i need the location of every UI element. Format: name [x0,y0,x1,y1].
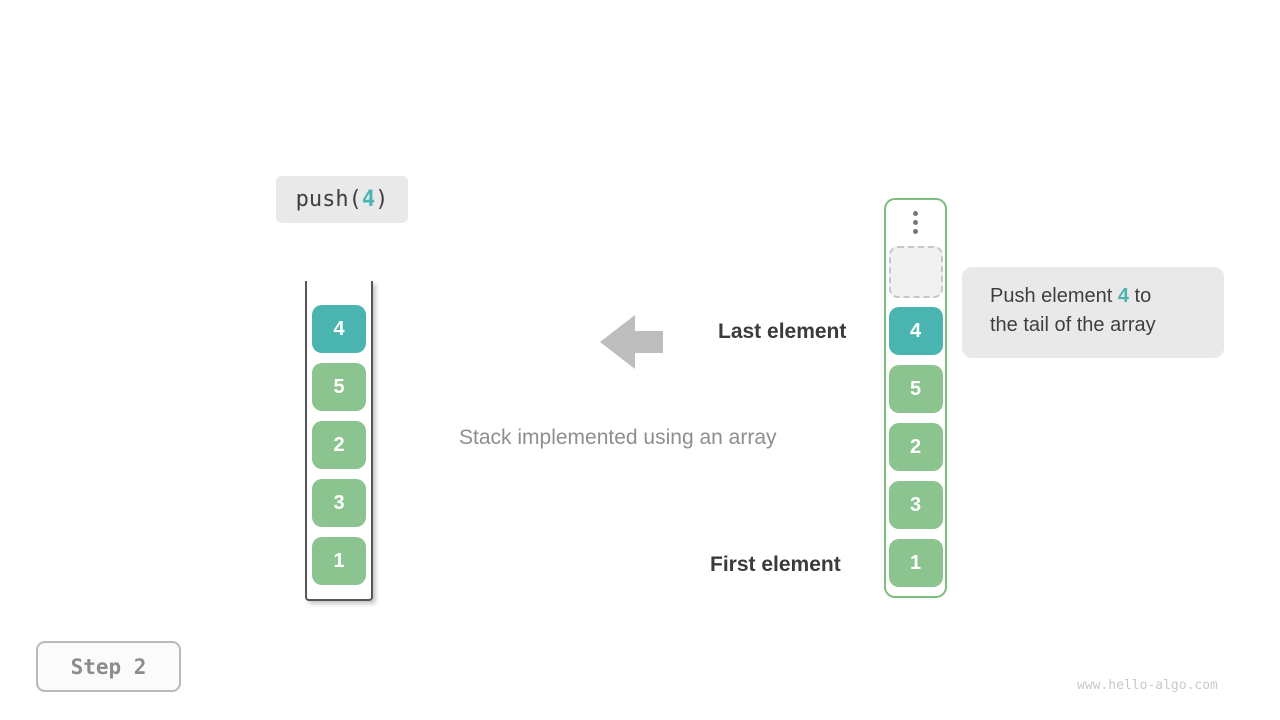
stack-cell: 1 [312,537,366,585]
empty-array-slot [888,246,943,298]
ellipsis-dot [913,229,918,234]
stack-cell: 3 [312,479,366,527]
ellipsis-dot [913,220,918,225]
array-container: 4 5 2 3 1 [884,198,947,598]
callout-text-prefix: Push element [990,285,1118,307]
callout-value: 4 [1117,285,1129,307]
ellipsis-dot [913,211,918,216]
explanation-callout: Push element 4 to the tail of the array [962,267,1224,358]
callout-text-suffix: to [1128,285,1152,307]
callout-text-line2: the tail of the array [990,314,1156,336]
watermark-url: www.hello-algo.com [1077,678,1218,693]
stack-container: 4 5 2 3 1 [305,281,373,601]
stack-cell: 2 [312,421,366,469]
stack-cell: 5 [888,365,943,413]
array-cells: 4 5 2 3 1 [888,307,943,587]
stack-cell: 2 [888,423,943,471]
diagram-caption: Stack implemented using an array [459,426,777,449]
step-badge: Step 2 [36,641,181,692]
push-label-value: 4 [361,187,376,212]
stack-cell: 5 [312,363,366,411]
last-element-label: Last element [718,320,847,343]
push-label-suffix: ) [375,187,389,212]
left-arrow-icon [600,315,663,369]
stack-cell: 4 [888,307,943,355]
vertical-ellipsis-icon [913,211,918,236]
stack-cell: 4 [312,305,366,353]
push-operation-label: push(4) [276,176,408,223]
push-label-prefix: push( [295,187,362,212]
stack-cell: 1 [888,539,943,587]
stack-cell: 3 [888,481,943,529]
first-element-label: First element [710,553,841,576]
